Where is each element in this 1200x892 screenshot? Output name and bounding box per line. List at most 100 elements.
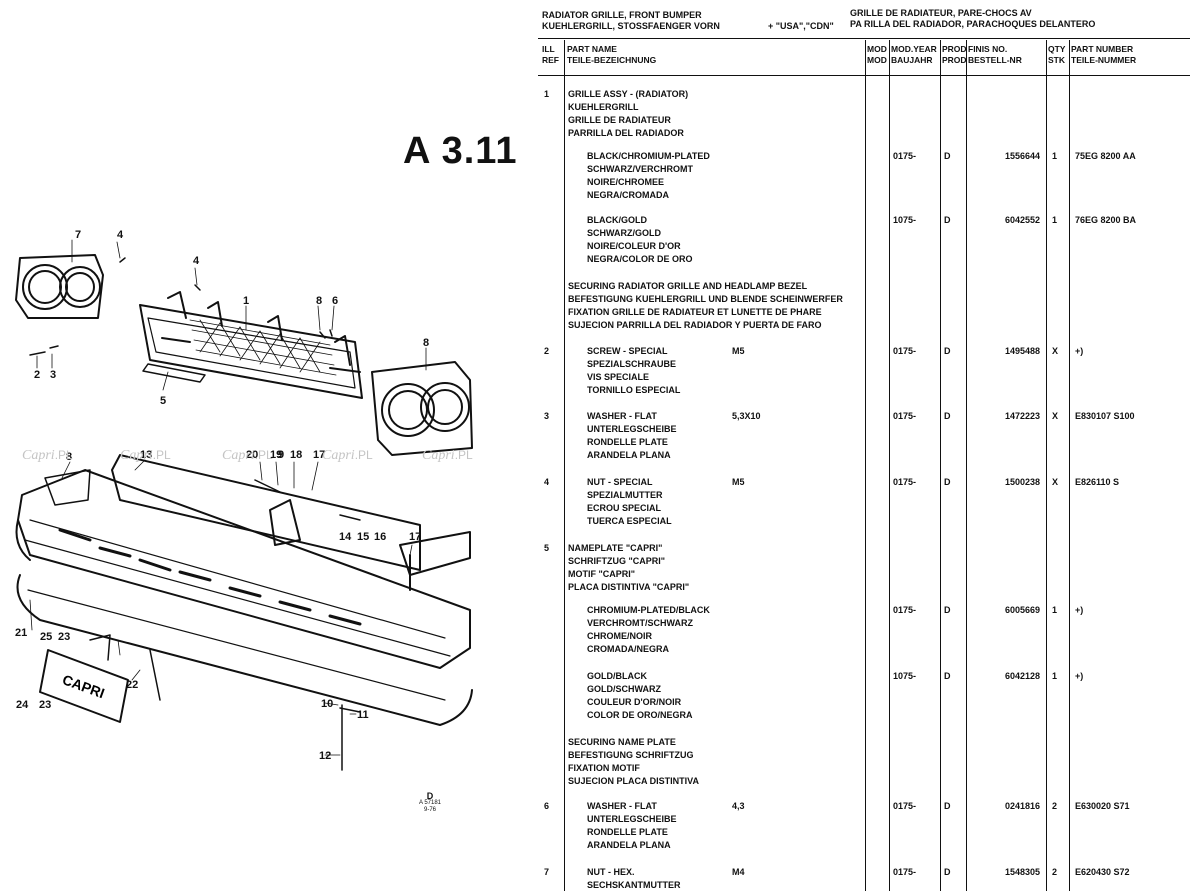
part-number: E830107 S100: [1075, 411, 1135, 421]
finis-number: 1495488: [1004, 346, 1040, 356]
finis-number: 1472223: [1004, 411, 1040, 421]
part-name-line: RONDELLE PLATE: [587, 437, 668, 447]
callout-label: 23: [39, 699, 51, 711]
header-title-left: RADIATOR GRILLE, FRONT BUMPER KUEHLERGRI…: [542, 10, 720, 32]
callout-label: 21: [15, 627, 27, 639]
part-name-line: WASHER - FLAT: [587, 411, 657, 421]
part-name-line: SCREW - SPECIAL: [587, 346, 668, 356]
mod-year: 0175-: [893, 867, 917, 877]
callout-label: 20: [246, 449, 258, 461]
part-name-line: SECHSKANTMUTTER: [587, 880, 681, 890]
prod-code: D: [944, 801, 951, 811]
quantity: 1: [1052, 215, 1058, 225]
part-name-line: COULEUR D'OR/NOIR: [587, 697, 682, 707]
part-spec: 4,3: [732, 801, 745, 811]
quantity: 1: [1052, 151, 1058, 161]
callout-label: 14: [339, 531, 352, 543]
header-line: KUEHLERGRILL, STOSSFAENGER VORN: [542, 21, 720, 31]
part-name-line: CROMADA/NEGRA: [587, 644, 669, 654]
mod-year: 0175-: [893, 477, 917, 487]
callout-label: 4: [193, 255, 200, 267]
market-note: + "USA","CDN": [768, 21, 834, 31]
mod-year: 0175-: [893, 411, 917, 421]
callout-label: 17: [409, 531, 421, 543]
part-name-line: NEGRA/COLOR DE ORO: [587, 254, 693, 264]
finis-number: 6005669: [1004, 605, 1040, 615]
watermark-text: Capri: [322, 448, 355, 463]
prod-code: D: [944, 477, 951, 487]
watermark-suffix: .PL: [354, 448, 373, 462]
header-line: PA RILLA DEL RADIADOR, PARACHOQUES DELAN…: [850, 19, 1096, 29]
part-name-line: BEFESTIGUNG KUEHLERGRILL UND BLENDE SCHE…: [568, 294, 843, 304]
table-header-rule: [538, 75, 1190, 76]
part-number: +): [1075, 346, 1084, 356]
watermark: Capri.PL: [222, 448, 273, 464]
part-name-line: CHROMIUM-PLATED/BLACK: [587, 605, 710, 615]
quantity: 2: [1052, 867, 1058, 877]
column-header-line: TEILE-NUMMER: [1071, 55, 1137, 65]
part-name-line: SUJECION PARRILLA DEL RADIADOR Y PUERTA …: [568, 320, 822, 330]
part-number: +): [1075, 671, 1084, 681]
column-divider: [865, 40, 866, 891]
part-name-line: FIXATION MOTIF: [568, 763, 640, 773]
column-header-line: PART NUMBER: [1071, 44, 1134, 54]
callout-label: 4: [117, 229, 124, 241]
part-name-line: PARRILLA DEL RADIADOR: [568, 128, 684, 138]
part-spec: M4: [732, 867, 745, 877]
callout-label: 13: [140, 449, 152, 461]
part-number: +): [1075, 605, 1084, 615]
part-name-line: PLACA DISTINTIVA "CAPRI": [568, 582, 690, 592]
watermark-text: Capri: [222, 448, 255, 463]
headlamp-bezel-left: [15, 254, 104, 319]
callout-label: 8: [423, 337, 429, 349]
watermark-suffix: .PL: [254, 448, 273, 462]
radiator-grille: [139, 291, 363, 399]
column-header-line: MOD: [867, 55, 887, 65]
part-spec: M5: [732, 477, 745, 487]
watermark: Capri.PL: [22, 448, 73, 464]
watermark-text: Capri: [422, 448, 455, 463]
mod-year: 1075-: [893, 215, 917, 225]
ill-ref: 7: [544, 867, 550, 877]
watermark-suffix: .PL: [454, 448, 473, 462]
callout-label: 25: [40, 631, 52, 643]
callout-label: 5: [160, 395, 166, 407]
column-header-line: STK: [1048, 55, 1065, 65]
bumper-reinforcement: [111, 454, 471, 591]
ill-ref: 3: [544, 411, 550, 421]
finis-number: 6042128: [1004, 671, 1040, 681]
callout-label: 8: [66, 451, 72, 463]
part-name-line: RONDELLE PLATE: [587, 827, 668, 837]
prod-code: D: [944, 215, 951, 225]
part-name: SECURING RADIATOR GRILLE AND HEADLAMP BE…: [568, 280, 843, 332]
mod-year: 0175-: [893, 151, 917, 161]
part-number: E826110 S: [1075, 477, 1120, 487]
watermark-suffix: .PL: [152, 448, 171, 462]
column-header-line: BESTELL-NR: [968, 55, 1022, 65]
mod-year: 0175-: [893, 801, 917, 811]
mod-year: 0175-: [893, 346, 917, 356]
column-divider: [940, 40, 941, 891]
front-bumper: [15, 469, 473, 726]
ill-ref: 1: [544, 89, 550, 99]
callout-label: 6: [332, 295, 338, 307]
ill-ref: 4: [544, 477, 550, 487]
column-divider: [564, 40, 565, 891]
part-name-line: TORNILLO ESPECIAL: [587, 385, 681, 395]
callout-label: 17: [313, 449, 325, 461]
parts-list-panel: RADIATOR GRILLE, FRONT BUMPER KUEHLERGRI…: [530, 0, 1200, 891]
stamp-line: A 57181: [418, 800, 442, 806]
fasteners: [29, 257, 361, 771]
column-header-line: MOD.YEAR: [891, 44, 937, 54]
